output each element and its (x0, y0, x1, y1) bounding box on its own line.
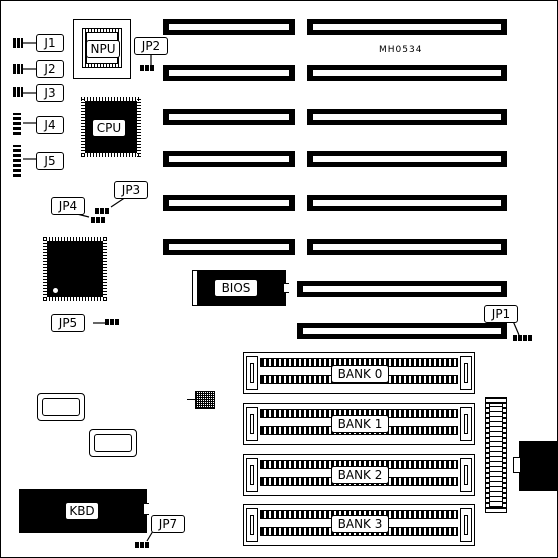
j2-header (13, 64, 23, 74)
crystal-oscillator-2 (89, 429, 137, 457)
cpu-label: CPU (92, 119, 126, 137)
power-connector-inner (489, 403, 503, 507)
isa-slot-3-left (163, 109, 295, 125)
chipset-pin1-dot (53, 288, 58, 293)
isa-slot-7-right (297, 281, 507, 297)
j3-header (13, 87, 23, 97)
isa-slot-4-right (307, 151, 507, 167)
j4-label: J4 (36, 116, 64, 134)
j5-label: J5 (36, 152, 64, 170)
jp7-jumper (135, 542, 149, 548)
isa-slot-1-left (163, 19, 295, 35)
bank2-label: BANK 2 (331, 466, 389, 484)
jp3-label: JP3 (114, 181, 148, 199)
npu-label: NPU (86, 40, 120, 58)
jp4-jumper (91, 217, 105, 223)
keyboard-din-pins (513, 457, 521, 473)
isa-slot-6-left (163, 239, 295, 255)
bank3-label: BANK 3 (331, 515, 389, 533)
jp5-jumper (105, 319, 119, 325)
small-ic-lead (187, 399, 195, 400)
jp2-jumper (140, 65, 154, 71)
isa-slot-2-left (163, 65, 295, 81)
bios-chip-notch (283, 283, 289, 293)
keyboard-din-connector (519, 441, 557, 491)
bank1-label: BANK 1 (331, 415, 389, 433)
isa-slot-8-right (297, 323, 507, 339)
jp1-label: JP1 (484, 305, 518, 323)
isa-slot-5-left (163, 195, 295, 211)
j3-label: J3 (36, 84, 64, 102)
kbd-label: KBD (65, 502, 99, 520)
jp1-jumper (513, 335, 532, 341)
small-ic (195, 391, 215, 409)
isa-slot-4-left (163, 151, 295, 167)
j5-header (13, 145, 21, 177)
bank0-label: BANK 0 (331, 365, 389, 383)
j4-header (13, 113, 21, 135)
crystal-oscillator-1 (37, 393, 85, 421)
jp7-label: JP7 (151, 515, 185, 533)
isa-slot-3-right (307, 109, 507, 125)
jp2-label: JP2 (134, 37, 168, 55)
jp3-jumper (95, 208, 109, 214)
jp4-label: JP4 (51, 197, 85, 215)
bios-label: BIOS (214, 279, 258, 297)
isa-slot-6-right (307, 239, 507, 255)
j1-label: J1 (36, 34, 64, 52)
isa-slot-1-right (307, 19, 507, 35)
j2-label: J2 (36, 60, 64, 78)
jp5-label: JP5 (51, 314, 85, 332)
isa-slot-2-right (307, 65, 507, 81)
kbd-chip-notch (143, 503, 149, 515)
j1-header (13, 38, 23, 48)
isa-slot-5-right (307, 195, 507, 211)
board-id: MH0534 (379, 45, 423, 55)
